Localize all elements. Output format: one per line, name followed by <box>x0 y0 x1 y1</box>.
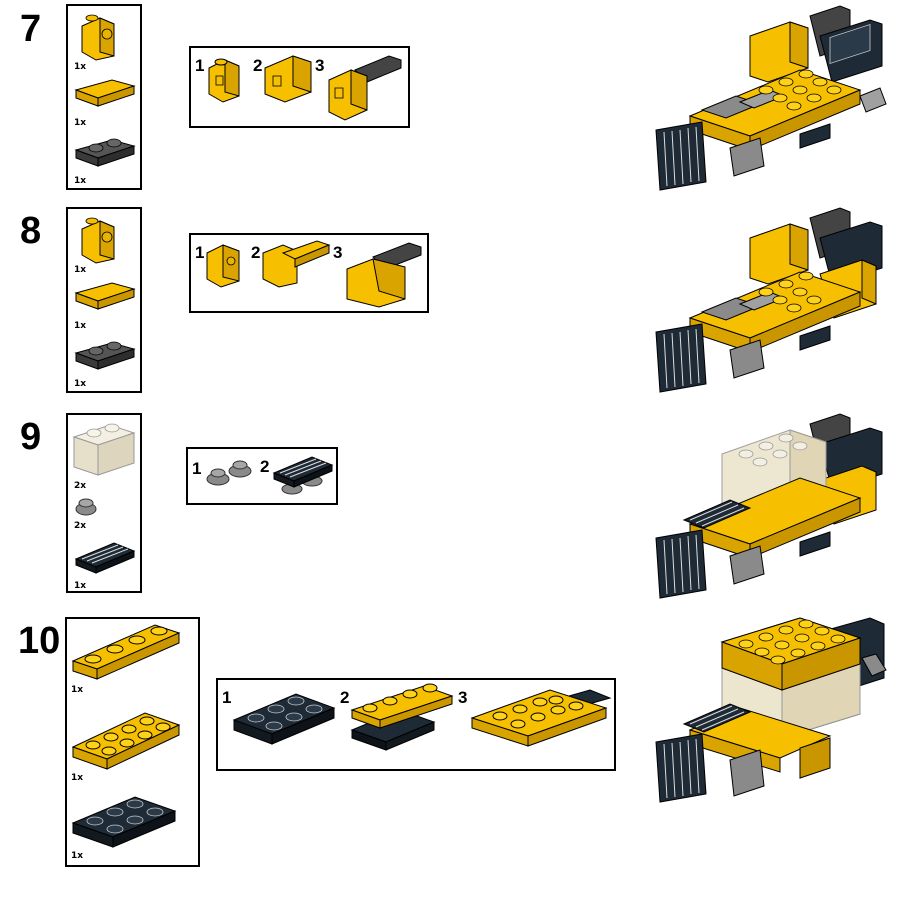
part-qty: 1x <box>74 379 87 389</box>
part-qty: 1x <box>74 265 87 275</box>
part-qty: 1x <box>71 773 84 783</box>
model-preview-step-9 <box>655 413 883 599</box>
sub-step-label: 1 <box>222 688 232 707</box>
model-preview-step-7 <box>655 5 887 191</box>
sub-assembly-round-plates <box>206 460 252 486</box>
step-number: 9 <box>20 416 42 458</box>
part-qty: 2x <box>74 521 87 531</box>
sub-assembly-stack <box>350 683 454 751</box>
sub-assembly-bracket-tile <box>262 240 331 288</box>
parts-list: 1x 1x 1x <box>65 617 200 867</box>
sub-step-label: 2 <box>253 56 263 75</box>
sub-assembly-bracket-tile <box>264 55 312 103</box>
part-plate-dark-gray <box>74 341 136 370</box>
sub-assembly-box: 1 2 3 <box>216 678 616 771</box>
part-plate-2x3-navy <box>71 796 177 848</box>
sub-step-label: 1 <box>195 243 205 262</box>
sub-step-label: 1 <box>195 56 205 75</box>
part-qty: 1x <box>71 685 84 695</box>
sub-step-label: 2 <box>260 457 270 476</box>
part-qty: 1x <box>74 62 87 72</box>
step-number: 8 <box>20 210 42 252</box>
part-plate-dark-gray <box>74 138 136 167</box>
part-qty: 1x <box>74 118 87 128</box>
part-qty: 2x <box>74 481 87 491</box>
sub-assembly-bracket-plate <box>328 55 402 121</box>
part-qty: 1x <box>74 176 87 186</box>
step-number: 7 <box>20 8 42 50</box>
part-grille-tile-navy <box>74 542 136 574</box>
part-qty: 1x <box>74 581 87 591</box>
part-qty: 1x <box>71 851 84 861</box>
sub-assembly-box: 1 2 3 <box>189 233 429 313</box>
sub-assembly-bracket <box>206 244 240 288</box>
model-preview-step-10 <box>655 617 887 803</box>
part-tile-yellow <box>74 79 136 107</box>
sub-assembly-yellow-plate <box>470 689 612 747</box>
sub-assembly-navy-plate <box>232 693 336 745</box>
sub-assembly-box: 1 2 <box>186 447 338 505</box>
step-number: 10 <box>18 620 61 662</box>
part-brick-trans-clear <box>72 423 136 476</box>
sub-step-label: 2 <box>251 243 261 262</box>
parts-list: 1x 1x 1x <box>66 207 142 393</box>
sub-step-label: 1 <box>192 459 202 478</box>
sub-step-label: 3 <box>333 243 343 262</box>
part-plate-2x4-yellow <box>71 712 181 770</box>
parts-list: 1x 1x 1x <box>66 4 142 190</box>
part-round-plate-gray <box>75 498 97 516</box>
part-qty: 1x <box>74 321 87 331</box>
sub-step-label: 3 <box>458 688 468 707</box>
model-preview-step-8 <box>655 207 883 393</box>
part-plate-1x4-yellow <box>71 624 181 680</box>
sub-step-label: 3 <box>315 56 325 75</box>
part-tile-yellow <box>74 282 136 310</box>
sub-assembly-box: 1 2 3 <box>189 46 410 128</box>
sub-assembly-grille <box>272 456 334 495</box>
part-bracket-yellow <box>81 14 115 61</box>
sub-assembly-bracket <box>208 58 240 103</box>
part-bracket-yellow <box>81 217 115 264</box>
parts-list: 2x 2x 1x <box>66 413 142 593</box>
sub-step-label: 2 <box>340 688 350 707</box>
sub-assembly-bracket-plate <box>346 242 422 308</box>
